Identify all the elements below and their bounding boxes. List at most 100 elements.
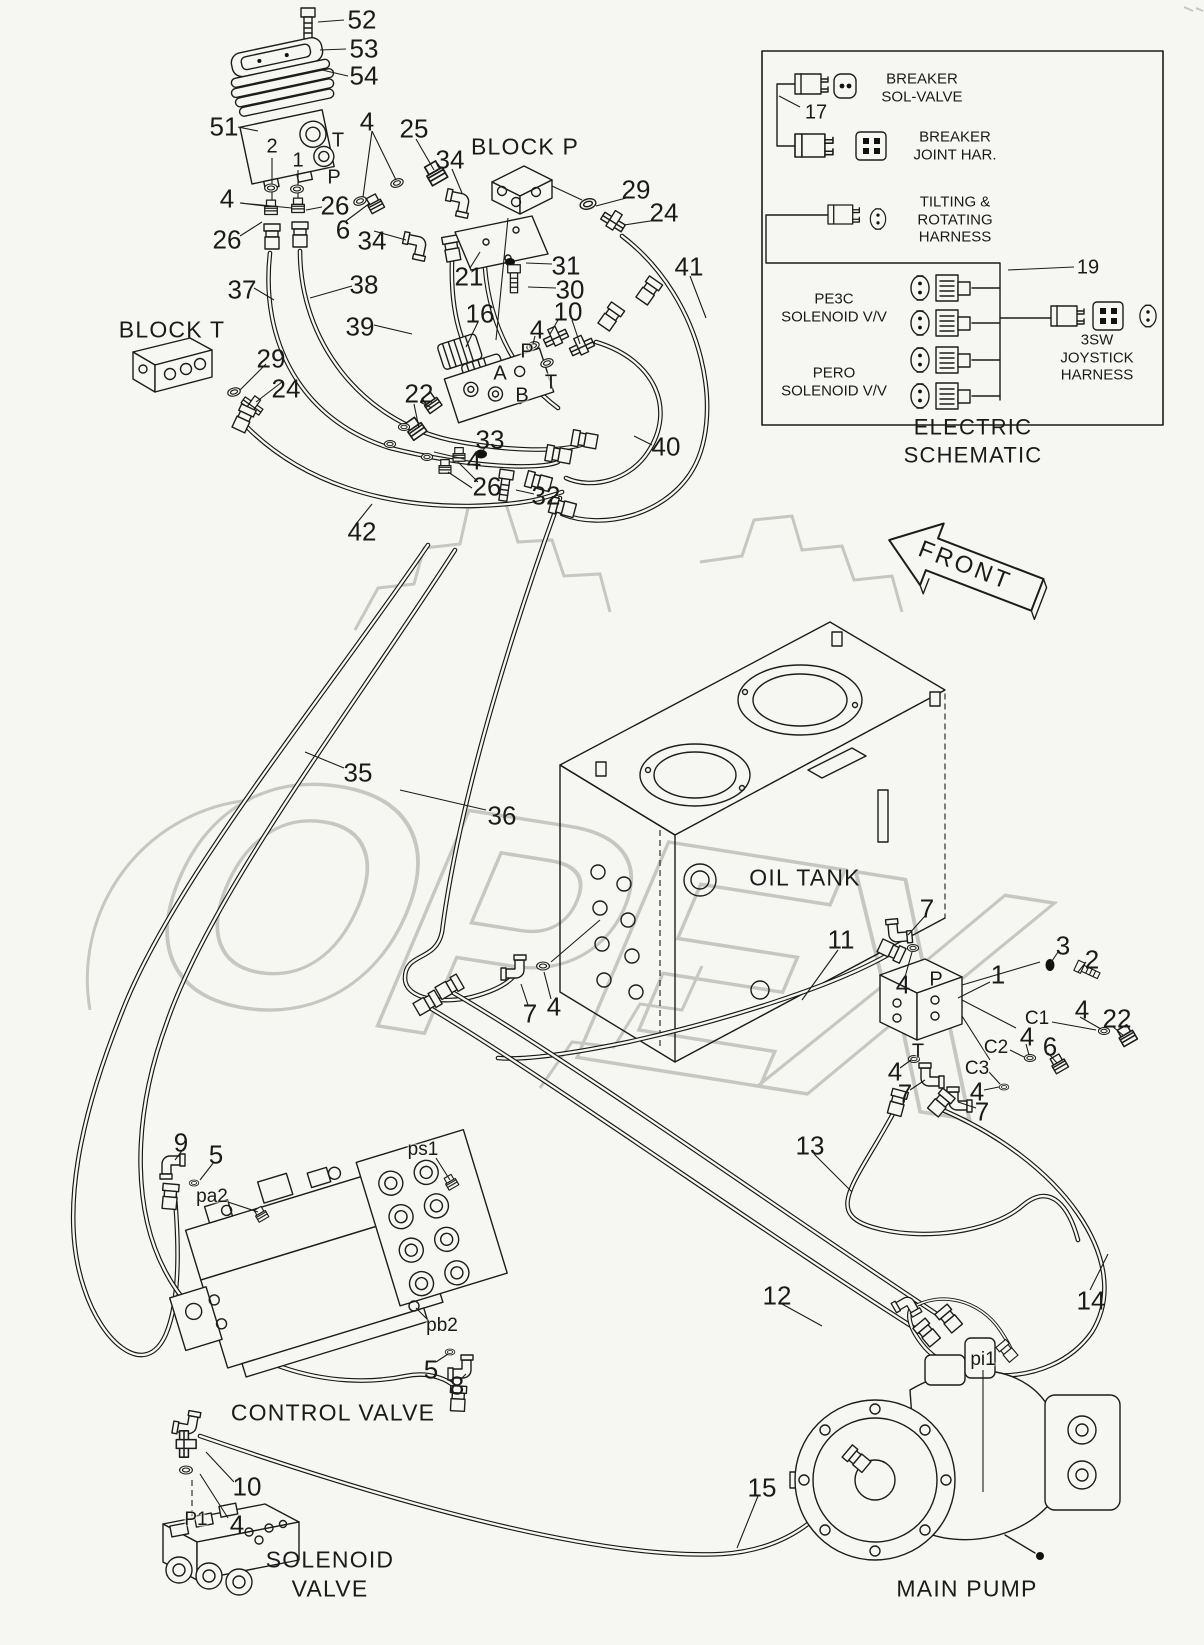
part-label-4: 4	[229, 1509, 245, 1540]
electric-schematic-title: ELECTRIC SCHEMATIC	[903, 414, 1043, 468]
part-label-29: 29	[256, 343, 286, 374]
block-t-drawing	[132, 337, 268, 435]
part-label-10: 10	[232, 1471, 262, 1502]
elec-label-3sw-joystick-harness: 3SW JOYSTICK HARNESS	[1060, 331, 1134, 384]
part-label-9: 9	[173, 1127, 189, 1158]
part-label-54: 54	[349, 60, 379, 91]
port-label-p: P	[929, 968, 943, 991]
elec-label-pe3c-solenoid-v/v: PE3C SOLENOID V/V	[781, 290, 887, 325]
front-arrow	[888, 522, 1048, 621]
part-label-2: 2	[1084, 944, 1100, 975]
electric-schematic-box	[761, 50, 1164, 426]
part-label-37: 37	[227, 274, 257, 305]
part-label-26: 26	[212, 224, 242, 255]
part-label-7: 7	[897, 1078, 913, 1109]
port-label-t: T	[911, 1040, 925, 1063]
elec-label-breaker-sol-valve: BREAKER SOL-VALVE	[881, 70, 963, 105]
part-label-4: 4	[969, 1076, 985, 1107]
part-label-26: 26	[320, 190, 350, 221]
part-label-5: 5	[208, 1139, 224, 1170]
part-label-16: 16	[465, 298, 495, 329]
port-label-1: 1	[292, 149, 304, 172]
control-valve-drawing	[159, 1128, 508, 1413]
part-label-7: 7	[919, 893, 935, 924]
part-label-26: 26	[472, 471, 502, 502]
part-label-39: 39	[345, 311, 375, 342]
part-label-15: 15	[747, 1472, 777, 1503]
port-label-p: P	[327, 166, 341, 189]
port-label-p: P	[520, 340, 534, 363]
part-label-4: 4	[359, 106, 375, 137]
part-label-4: 4	[546, 991, 562, 1022]
title-block-p: BLOCK P	[470, 133, 580, 160]
part-label-14: 14	[1076, 1285, 1106, 1316]
port-label-t: T	[544, 371, 558, 394]
part-label-30: 30	[555, 274, 585, 305]
elec-label-breaker-joint-har.: BREAKER JOINT HAR.	[913, 128, 997, 163]
part-label-40: 40	[651, 431, 681, 462]
part-label-4: 4	[1019, 1021, 1035, 1052]
part-label-4: 4	[219, 183, 235, 214]
part-label-53: 53	[349, 33, 379, 64]
part-label-24: 24	[271, 373, 301, 404]
part-label-6: 6	[335, 214, 351, 245]
port-label-pb2: pb2	[426, 1315, 458, 1336]
part-label-29: 29	[621, 174, 651, 205]
solenoid-valve-drawing	[162, 1407, 300, 1596]
part-label-1: 1	[990, 959, 1006, 990]
part-label-33: 33	[475, 424, 505, 455]
title-control-valve: CONTROL VALVE	[230, 1399, 436, 1426]
leader-lines	[174, 19, 1125, 1549]
sol-valve-51-drawing	[230, 7, 496, 268]
part-label-35: 35	[343, 757, 373, 788]
elec-label-tilting-&-rotating-harness: TILTING & ROTATING HARNESS	[917, 193, 993, 246]
part-label-4: 4	[895, 969, 911, 1000]
part-label-34: 34	[357, 225, 387, 256]
title-solenoid-valve: SOLENOID VALVE	[265, 1546, 395, 1601]
part-label-10: 10	[553, 296, 583, 327]
part-label-6: 6	[1042, 1031, 1058, 1062]
manifold-16-drawing	[383, 275, 664, 520]
part-label-24: 24	[649, 197, 679, 228]
part-label-4: 4	[1074, 994, 1090, 1025]
part-label-12: 12	[762, 1280, 792, 1311]
port-label-c3: C3	[964, 1058, 990, 1079]
port-label-ps1: ps1	[407, 1139, 439, 1160]
part-label-22: 22	[1102, 1003, 1132, 1034]
port-label-2: 2	[266, 135, 278, 158]
part-label-8: 8	[449, 1370, 465, 1401]
part-label-7: 7	[974, 1096, 990, 1127]
part-label-4: 4	[887, 1056, 903, 1087]
part-label-51: 51	[209, 111, 239, 142]
part-label-31: 31	[551, 250, 581, 281]
title-block-t: BLOCK T	[118, 316, 226, 343]
port-label-a: A	[493, 362, 507, 385]
part-label-42: 42	[347, 516, 377, 547]
part-label-4: 4	[466, 445, 482, 476]
part-label-22: 22	[404, 378, 434, 409]
part-label-21: 21	[454, 261, 484, 292]
port-label-b: B	[515, 384, 529, 407]
part-label-36: 36	[487, 800, 517, 831]
part-label-4: 4	[529, 314, 545, 345]
part-label-41: 41	[674, 251, 704, 282]
part-label-5: 5	[423, 1354, 439, 1385]
part-label-32: 32	[531, 480, 561, 511]
block-p-drawing	[454, 165, 630, 341]
elec-label-pero-solenoid-v/v: PERO SOLENOID V/V	[781, 364, 887, 399]
port-label-t: T	[331, 129, 345, 152]
part-label-13: 13	[795, 1130, 825, 1161]
part-label-34: 34	[435, 144, 465, 175]
block-1-drawing	[500, 916, 1139, 1119]
title-main-pump: MAIN PUMP	[896, 1575, 1038, 1602]
part-label-52: 52	[347, 4, 377, 35]
port-label-c1: C1	[1024, 1008, 1050, 1029]
title-oil-tank: OIL TANK	[749, 864, 861, 891]
part-label-19: 19	[1076, 256, 1100, 279]
main-pump-drawing	[411, 973, 1121, 1561]
port-label-pi1: pi1	[970, 1349, 996, 1370]
part-label-11: 11	[827, 924, 855, 955]
part-label-38: 38	[349, 269, 379, 300]
